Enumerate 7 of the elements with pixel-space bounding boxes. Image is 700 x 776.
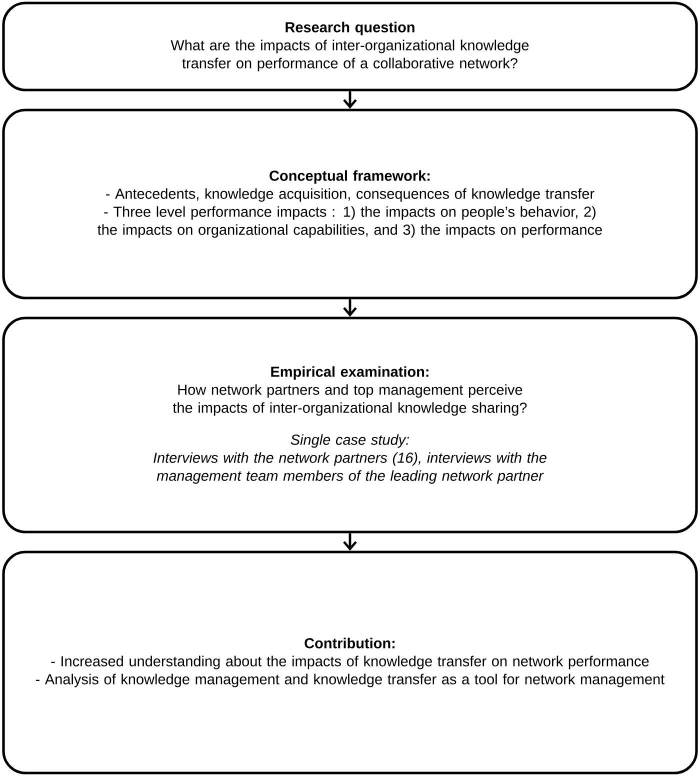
process-box: Conceptual framework: - Antecedents, knowledge acquisition, consequences of knowledge transfer - Three level performance impacts : 1) the impacts on people’s behavior, 2) the impacts on organizational capabilities, and 3) the impacts on performance [2, 108, 698, 300]
arrow [343, 299, 357, 317]
process-box: Empirical examination: How network partners and top management perceive the impacts of inter-organizational knowledge sharing? Single case study: Interviews with the network partners (16), interviews with the management team members of the leading network partner [2, 316, 698, 534]
process-box: Contribution: - Increased understanding about the impacts of knowledge transfer on network performance - Analysis of knowledge management and knowledge transfer as a tool for network management [2, 550, 698, 774]
process-box: Research question What are the impacts of inter-organizational knowledge transfer on performance of a collaborative network? [2, 2, 698, 92]
arrow [343, 533, 357, 551]
arrow [343, 91, 357, 109]
